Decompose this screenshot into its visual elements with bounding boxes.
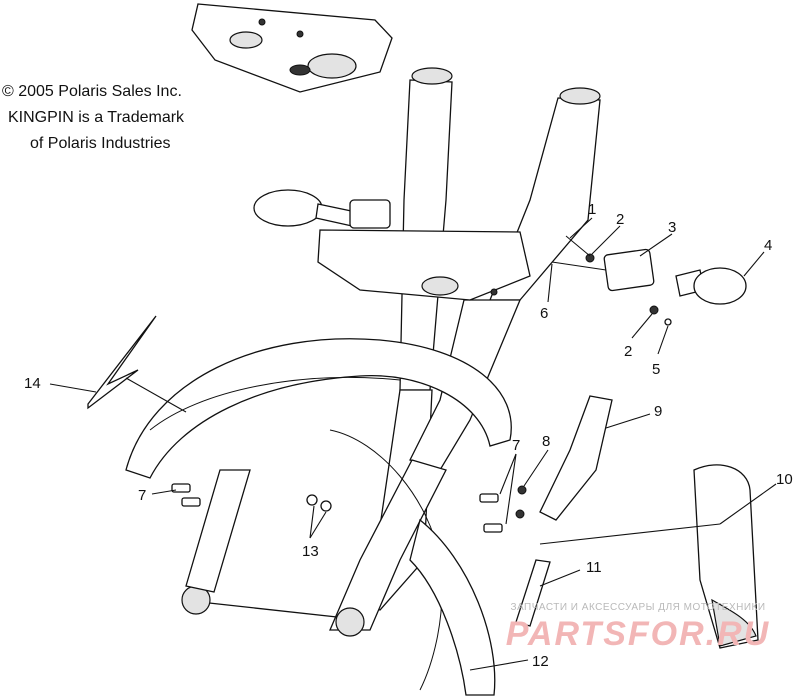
front-fender (125, 338, 512, 479)
callout-12: 12 (532, 653, 549, 670)
lower-triple-clamp (317, 229, 531, 301)
callout-8: 8 (542, 433, 550, 450)
callout-1: 1 (588, 201, 596, 218)
right-turn-signal-assembly (551, 235, 747, 326)
callout-6: 6 (540, 305, 548, 322)
callout-9: 9 (654, 403, 662, 420)
callout-10: 10 (776, 471, 793, 488)
upper-triple-clamp (191, 3, 393, 93)
callout-labels: 1 2 3 4 6 2 5 9 7 8 10 14 7 13 11 12 (24, 201, 793, 670)
callout-2: 2 (616, 211, 624, 228)
callout-13: 13 (302, 543, 319, 560)
callout-5: 5 (652, 361, 660, 378)
copyright-line-2: KINGPIN is a Trademark (8, 109, 185, 126)
watermark-tagline: ЗАПЧАСТИ И АКСЕССУАРЫ ДЛЯ МОТОТЕХНИКИ (510, 602, 766, 613)
callout-4: 4 (764, 237, 772, 254)
bracket-9 (539, 395, 613, 521)
watermark-logo: PARTSFOR.RU (505, 615, 771, 653)
lower-fender (409, 518, 496, 696)
callout-7: 7 (138, 487, 146, 504)
fender-badge (87, 315, 157, 410)
trim-10 (693, 464, 759, 649)
callout-11: 11 (586, 559, 602, 576)
callout-3: 3 (668, 219, 676, 236)
reflector-11 (515, 559, 551, 627)
copyright-line-1: © 2005 Polaris Sales Inc. (2, 83, 182, 100)
callout-2: 2 (624, 343, 632, 360)
callout-14: 14 (24, 375, 41, 392)
callout-7: 7 (512, 437, 520, 454)
bolts (171, 483, 527, 533)
leader-lines (49, 217, 777, 671)
watermark: ЗАПЧАСТИ И АКСЕССУАРЫ ДЛЯ МОТОТЕХНИКИ PA… (488, 602, 788, 654)
copyright-line-3: of Polaris Industries (30, 135, 171, 152)
left-turn-signal (253, 189, 391, 229)
